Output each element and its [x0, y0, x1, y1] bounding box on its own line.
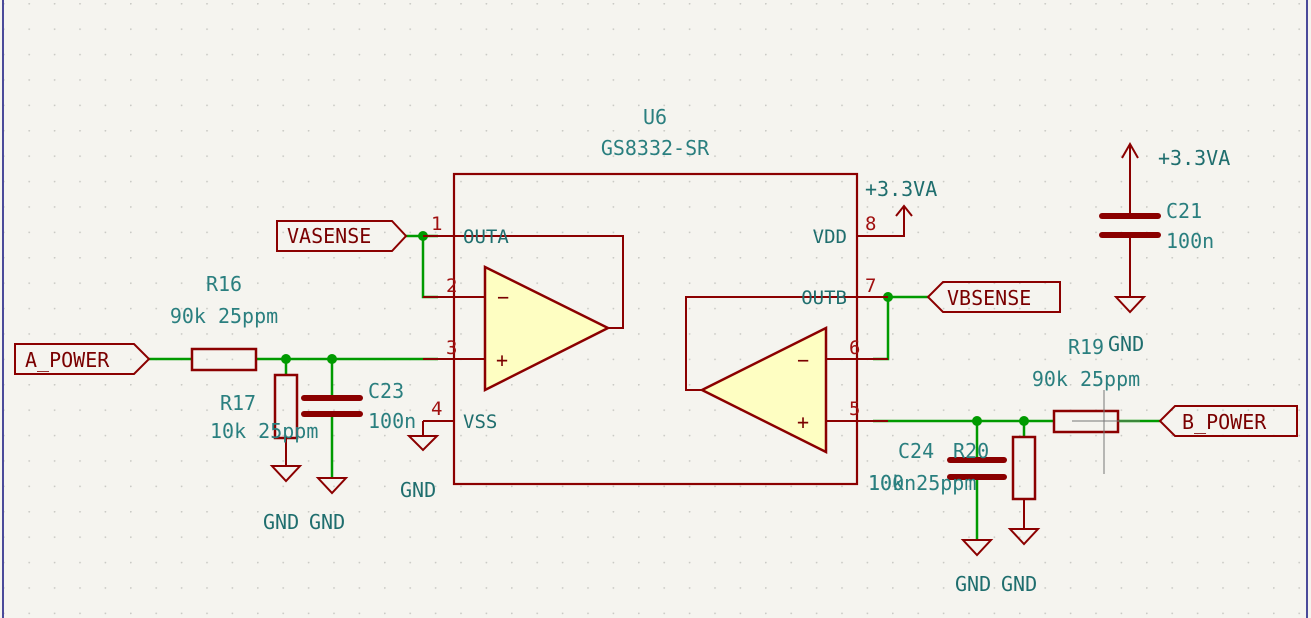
pin-name-vss: VSS	[463, 411, 497, 433]
junction-dot	[972, 416, 982, 426]
c21-gnd-label: GND	[1108, 332, 1144, 356]
u6-symbol[interactable]: − + − + OUTA VSS VDD OUTB 1 2 3 4 5 6 7 …	[423, 105, 888, 486]
r20-reference: R20	[953, 439, 989, 463]
net-label-a-power-text: A_POWER	[25, 348, 110, 372]
vdd-power-label: +3.3VA	[865, 177, 937, 201]
net-label-b-power-text: B_POWER	[1182, 410, 1267, 434]
c21-power-label: +3.3VA	[1158, 146, 1230, 170]
r17-gnd-label: GND	[263, 510, 299, 534]
ground-icon	[960, 539, 994, 557]
pin-name-vdd: VDD	[813, 226, 847, 248]
net-label-b-power-shape	[1158, 405, 1298, 437]
net-label-b-power[interactable]: B_POWER	[1158, 405, 1298, 437]
pin-number-6: 6	[849, 337, 860, 359]
ground-icon	[315, 477, 349, 495]
opamp-b-minus-sign: −	[797, 348, 809, 372]
c23-value: 100n	[368, 409, 416, 433]
r20-value: 10k 25ppm	[868, 471, 976, 495]
net-label-vbsense[interactable]: VBSENSE	[926, 281, 1061, 313]
r16-value: 90k 25ppm	[170, 304, 278, 328]
ground-icon	[269, 465, 303, 483]
opamp-b-output-line	[685, 296, 857, 391]
r17-reference: R17	[220, 391, 256, 415]
c21-value: 100n	[1166, 229, 1214, 253]
vss-gnd-label: GND	[400, 478, 436, 502]
capacitor-c21[interactable]: +3.3VA C21 100n GND	[1099, 141, 1230, 356]
capacitor-c24[interactable]: C24 100n GND	[868, 439, 1007, 596]
junction-dot	[327, 354, 337, 364]
net-label-vbsense-shape	[926, 281, 1061, 313]
junctions	[281, 231, 1029, 426]
resistor-r16[interactable]: R16 90k 25ppm	[170, 272, 278, 372]
vss-ground-symbol[interactable]: GND	[400, 421, 440, 502]
opamp-a-plus-sign: +	[496, 348, 508, 372]
c23-reference: C23	[368, 379, 404, 403]
u6-pin-stubs	[423, 235, 888, 422]
net-label-a-power-shape	[14, 343, 151, 375]
ground-icon	[1007, 528, 1041, 546]
net-label-vasense[interactable]: VASENSE	[276, 220, 408, 252]
c21-reference: C21	[1166, 199, 1202, 223]
r19-reference: R19	[1068, 335, 1104, 359]
resistor-r20[interactable]: R20 10k 25ppm GND	[868, 435, 1041, 596]
r19-value: 90k 25ppm	[1032, 367, 1140, 391]
resistor-r16-body	[190, 347, 258, 372]
pin-number-7: 7	[865, 275, 876, 297]
u6-reference: U6	[643, 105, 667, 129]
c23-gnd-label: GND	[309, 510, 345, 534]
ground-icon	[1113, 296, 1147, 314]
ground-icon	[406, 435, 440, 452]
junction-dot	[1019, 416, 1029, 426]
pin-number-1: 1	[431, 213, 442, 235]
capacitor-c23[interactable]: C23 100n GND	[301, 379, 416, 534]
power-arrow-icon	[1121, 141, 1139, 159]
net-label-vasense-text: VASENSE	[287, 224, 371, 248]
r17-value: 10k 25ppm	[210, 419, 318, 443]
opamp-a-triangle	[483, 264, 611, 393]
net-label-a-power[interactable]: A_POWER	[14, 343, 151, 375]
u6-value: GS8332-SR	[601, 136, 710, 160]
junction-dot	[281, 354, 291, 364]
pin-number-5: 5	[849, 398, 860, 420]
pin-name-outa: OUTA	[463, 226, 509, 248]
net-label-vasense-shape	[276, 220, 408, 252]
pin-number-3: 3	[446, 337, 457, 359]
pin-name-outb: OUTB	[801, 287, 847, 309]
r16-reference: R16	[206, 272, 242, 296]
opamp-a-output-line	[454, 235, 624, 329]
resistor-r19[interactable]: R19 90k 25ppm	[1032, 335, 1140, 474]
opamp-b-plus-sign: +	[797, 410, 809, 434]
vdd-power-symbol[interactable]: +3.3VA	[865, 177, 937, 237]
net-label-vbsense-text: VBSENSE	[947, 286, 1031, 310]
opamp-a-minus-sign: −	[497, 285, 509, 309]
c24-value: 100n	[868, 471, 916, 495]
pin-number-8: 8	[865, 213, 876, 235]
opamp-b-triangle	[699, 325, 828, 455]
r20-gnd-label: GND	[1001, 572, 1037, 596]
power-arrow-icon	[895, 204, 913, 217]
c24-gnd-label: GND	[955, 572, 991, 596]
pin-number-4: 4	[431, 398, 442, 420]
resistor-r17[interactable]: R17 10k 25ppm GND	[210, 373, 318, 534]
u6-body	[452, 172, 859, 486]
c24-reference: C24	[898, 439, 934, 463]
pin-number-2: 2	[446, 275, 457, 297]
